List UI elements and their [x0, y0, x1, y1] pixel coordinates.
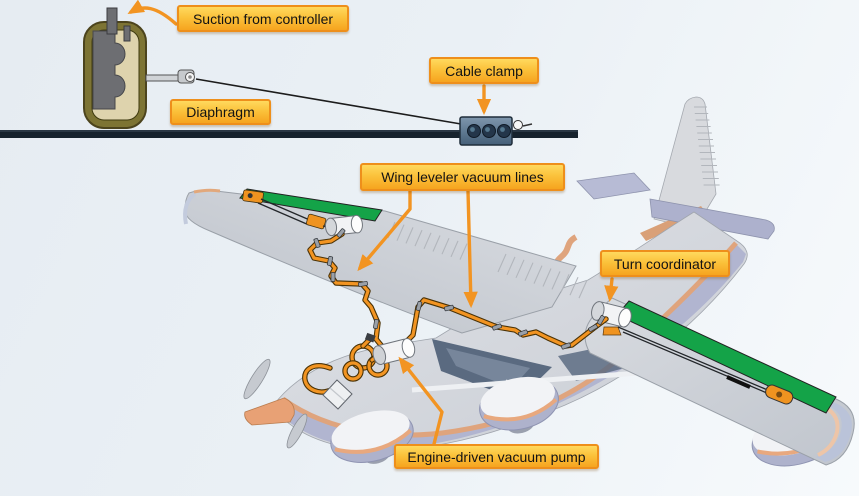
right-wing [584, 297, 855, 466]
label-cable-clamp: Cable clamp [429, 57, 539, 84]
actuator-rod [145, 69, 462, 125]
callout-arrows [127, 0, 619, 446]
diaphragm-actuator [83, 7, 147, 129]
arrow-wing-leveler-right [463, 189, 478, 309]
left-main-wheel [479, 376, 559, 434]
tail-right-stabilizer [649, 198, 775, 240]
tail-left-stabilizer [576, 172, 651, 200]
propeller [243, 358, 308, 449]
label-diaphragm: Diaphragm [170, 99, 271, 125]
diaphragm-membrane [92, 30, 126, 110]
control-cable [195, 78, 462, 125]
cable-clamp [459, 116, 533, 146]
servo-bracket [602, 326, 622, 336]
arrow-wing-leveler-left [357, 189, 412, 272]
cable-bracket [306, 213, 327, 230]
vent-port [123, 25, 131, 42]
roof-ribs [497, 253, 588, 299]
rudder-hinge-hatching [694, 106, 720, 186]
green-panel-left [239, 188, 383, 222]
right-wing-pulley [765, 384, 794, 405]
left-wingtip-band [183, 192, 197, 225]
propeller-blade-upper [243, 358, 271, 400]
right-wingtip-band [816, 402, 852, 462]
label-wing-leveler-vacuum-lines: Wing leveler vacuum lines [360, 163, 565, 191]
line-clamps [313, 228, 605, 350]
nose-wheel [330, 410, 414, 464]
arrow-suction [127, 0, 178, 26]
turnbuckle [726, 375, 751, 389]
left-wing [183, 188, 588, 334]
arrow-vacuum-pump [398, 356, 444, 446]
arrow-turn-coordinator [604, 277, 619, 303]
label-engine-driven-vacuum-pump: Engine-driven vacuum pump [394, 444, 599, 469]
tee-fitting [364, 332, 376, 343]
label-turn-coordinator: Turn coordinator [600, 250, 730, 277]
wing-leveler-servo [324, 214, 363, 237]
suction-port [106, 7, 118, 35]
spinner [244, 397, 295, 426]
vacuum-lines [307, 228, 609, 354]
label-suction-from-controller: Suction from controller [177, 5, 349, 32]
engine-vacuum-system [302, 332, 416, 410]
propeller-blade-lower [286, 413, 308, 449]
airplane [183, 96, 855, 467]
aileron-bellcrank [242, 189, 264, 204]
vacuum-filter [322, 379, 353, 410]
